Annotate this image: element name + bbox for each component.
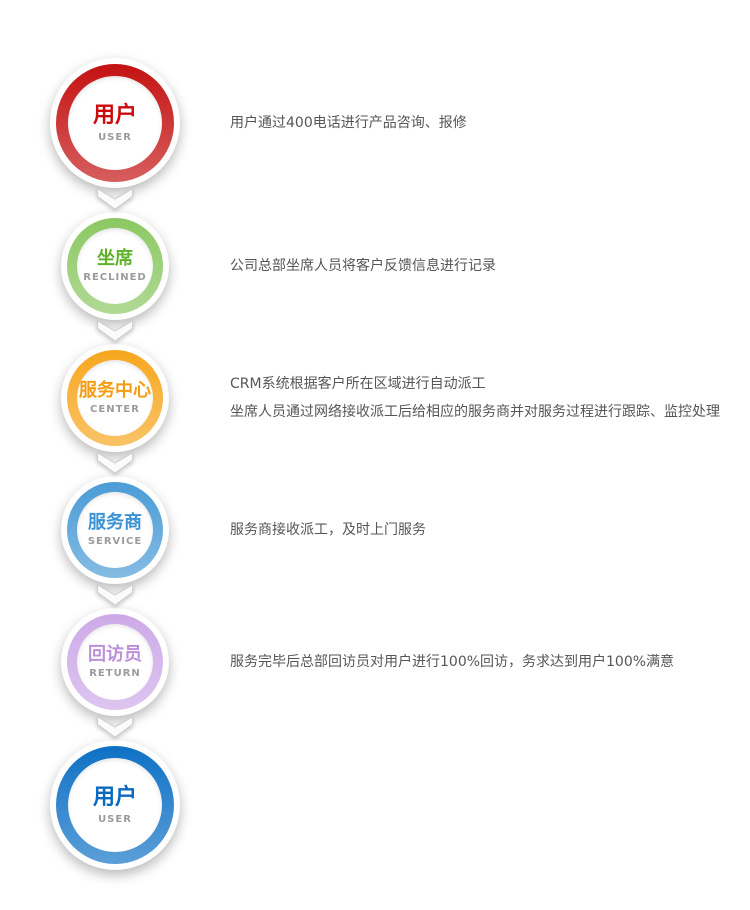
step-circle-inner: 用户 USER xyxy=(68,758,162,852)
step-description-line: CRM系统根据客户所在区域进行自动派工 xyxy=(230,376,486,392)
step-label: 用户 xyxy=(92,785,137,811)
step-circle-inner: 坐席 RECLINED xyxy=(77,228,153,304)
step-sublabel: SERVICE xyxy=(87,536,143,548)
step-sublabel: CENTER xyxy=(90,404,140,416)
step-sublabel: USER xyxy=(98,813,132,825)
flow-step-user-bottom: 用户 USER xyxy=(0,740,750,870)
step-circle-column: 用户 USER xyxy=(0,740,230,870)
flow-step-service-center: 服务中心 CENTER CRM系统根据客户所在区域进行自动派工坐席人员通过网络接… xyxy=(0,344,750,452)
step-circle-column: 回访员 RETURN xyxy=(0,608,230,716)
step-label: 服务商 xyxy=(88,511,142,533)
step-label: 用户 xyxy=(92,103,137,129)
step-description: 公司总部坐席人员将客户反馈信息进行记录 xyxy=(230,252,750,280)
step-label: 回访员 xyxy=(88,643,142,665)
step-description-line: 公司总部坐席人员将客户反馈信息进行记录 xyxy=(230,258,496,274)
step-circle-ring: 坐席 RECLINED xyxy=(67,218,163,314)
step-circle-ring: 用户 USER xyxy=(56,746,174,864)
down-arrow-icon xyxy=(0,452,230,476)
step-description: CRM系统根据客户所在区域进行自动派工坐席人员通过网络接收派工后给相应的服务商并… xyxy=(230,370,750,426)
step-sublabel: RETURN xyxy=(89,668,141,680)
step-description: 服务商接收派工，及时上门服务 xyxy=(230,516,750,544)
step-circle-ring: 服务中心 CENTER xyxy=(67,350,163,446)
step-circle: 回访员 RETURN xyxy=(61,608,169,716)
step-circle-ring: 服务商 SERVICE xyxy=(67,482,163,578)
step-circle-inner: 回访员 RETURN xyxy=(77,624,153,700)
step-description-line: 坐席人员通过网络接收派工后给相应的服务商并对服务过程进行跟踪、监控处理 xyxy=(230,404,720,420)
flow-step-service-provider: 服务商 SERVICE 服务商接收派工，及时上门服务 xyxy=(0,476,750,584)
step-circle: 用户 USER xyxy=(50,740,180,870)
step-sublabel: USER xyxy=(98,131,132,143)
step-circle-inner: 服务商 SERVICE xyxy=(77,492,153,568)
step-description: 服务完毕后总部回访员对用户进行100%回访，务求达到用户100%满意 xyxy=(230,648,750,676)
step-label: 服务中心 xyxy=(79,379,151,401)
flow-diagram: 用户 USER 用户通过400电话进行产品咨询、报修 坐席 RECLINED xyxy=(0,58,750,870)
step-circle-inner: 服务中心 CENTER xyxy=(77,360,153,436)
down-arrow-icon xyxy=(0,188,230,212)
step-sublabel: RECLINED xyxy=(83,272,147,284)
down-arrow-icon xyxy=(0,584,230,608)
step-circle: 坐席 RECLINED xyxy=(61,212,169,320)
down-arrow-icon xyxy=(0,716,230,740)
step-circle-inner: 用户 USER xyxy=(68,76,162,170)
step-circle: 用户 USER xyxy=(50,58,180,188)
step-circle-column: 用户 USER xyxy=(0,58,230,188)
step-description: 用户通过400电话进行产品咨询、报修 xyxy=(230,109,750,137)
step-circle-column: 服务商 SERVICE xyxy=(0,476,230,584)
step-circle-column: 服务中心 CENTER xyxy=(0,344,230,452)
step-description-line: 服务完毕后总部回访员对用户进行100%回访，务求达到用户100%满意 xyxy=(230,654,675,670)
step-label: 坐席 xyxy=(97,247,133,269)
step-circle: 服务中心 CENTER xyxy=(61,344,169,452)
step-description-line: 用户通过400电话进行产品咨询、报修 xyxy=(230,115,467,131)
step-circle-ring: 回访员 RETURN xyxy=(67,614,163,710)
step-description-line: 服务商接收派工，及时上门服务 xyxy=(230,522,426,538)
flow-step-user-top: 用户 USER 用户通过400电话进行产品咨询、报修 xyxy=(0,58,750,188)
down-arrow-icon xyxy=(0,320,230,344)
step-circle-ring: 用户 USER xyxy=(56,64,174,182)
flow-step-agent: 坐席 RECLINED 公司总部坐席人员将客户反馈信息进行记录 xyxy=(0,212,750,320)
step-circle-column: 坐席 RECLINED xyxy=(0,212,230,320)
step-circle: 服务商 SERVICE xyxy=(61,476,169,584)
flow-step-return-visitor: 回访员 RETURN 服务完毕后总部回访员对用户进行100%回访，务求达到用户1… xyxy=(0,608,750,716)
